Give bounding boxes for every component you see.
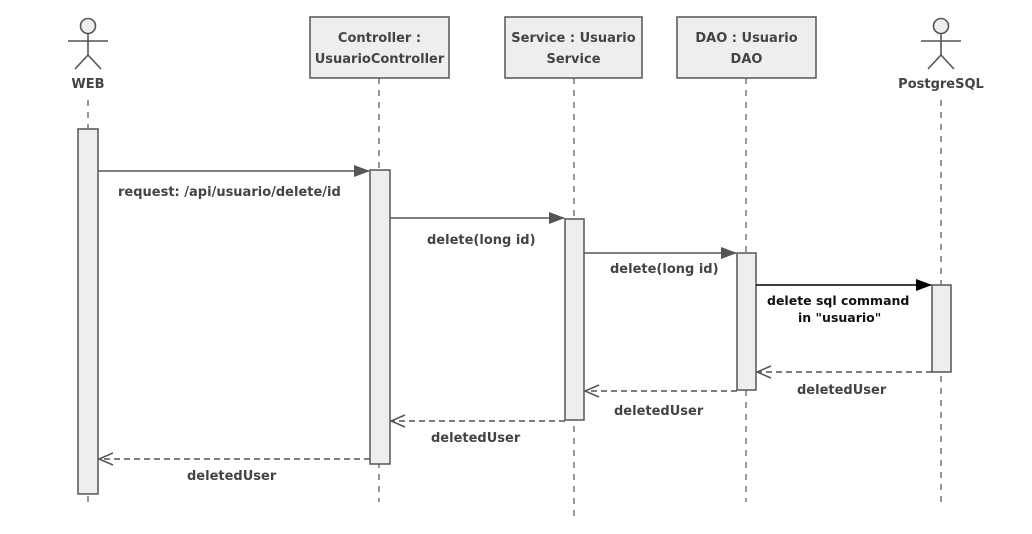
message-sql-command[interactable]: delete sql command in "usuario" bbox=[756, 279, 932, 325]
message-label-line: delete sql command bbox=[767, 293, 909, 308]
message-label: deletedUser bbox=[431, 431, 521, 446]
actor-web[interactable]: WEB bbox=[68, 17, 108, 93]
participant-label-line: DAO bbox=[731, 52, 763, 67]
message-label: delete(long id) bbox=[610, 262, 719, 277]
message-label-line: in "usuario" bbox=[798, 310, 881, 325]
message-label: deletedUser bbox=[614, 404, 704, 419]
actor-icon bbox=[68, 17, 108, 70]
message-return-service[interactable]: deletedUser bbox=[585, 391, 737, 419]
participant-service[interactable]: Service : Usuario Service bbox=[504, 16, 643, 79]
message-label: delete(long id) bbox=[427, 233, 536, 248]
actor-postgres[interactable]: PostgreSQL bbox=[898, 17, 984, 93]
participant-label-line: UsuarioController bbox=[315, 52, 445, 67]
message-delete-service[interactable]: delete(long id) bbox=[390, 212, 565, 248]
message-request[interactable]: request: /api/usuario/delete/id bbox=[98, 165, 370, 200]
participant-label-line: Service bbox=[546, 52, 600, 67]
participant-label: PostgreSQL bbox=[898, 77, 984, 92]
actor-icon bbox=[921, 17, 961, 70]
message-return-web[interactable]: deletedUser bbox=[99, 459, 370, 484]
participant-label-line: DAO : Usuario bbox=[695, 31, 797, 46]
message-return-controller[interactable]: deletedUser bbox=[391, 421, 565, 446]
activation-web bbox=[77, 128, 99, 495]
message-label: deletedUser bbox=[797, 383, 887, 398]
message-label: deletedUser bbox=[187, 469, 277, 484]
activation-controller bbox=[369, 169, 391, 465]
participant-label: WEB bbox=[71, 77, 104, 92]
participant-label-line: Controller : bbox=[338, 31, 421, 46]
participant-dao[interactable]: DAO : Usuario DAO bbox=[676, 16, 817, 79]
activation-service bbox=[564, 218, 585, 421]
activation-dao bbox=[736, 252, 757, 391]
message-label: request: /api/usuario/delete/id bbox=[118, 185, 341, 200]
message-return-dao[interactable]: deletedUser bbox=[757, 372, 932, 398]
participant-label-line: Service : Usuario bbox=[511, 31, 635, 46]
message-delete-dao[interactable]: delete(long id) bbox=[584, 247, 737, 277]
activation-postgres bbox=[931, 284, 952, 373]
participant-controller[interactable]: Controller : UsuarioController bbox=[309, 16, 450, 79]
